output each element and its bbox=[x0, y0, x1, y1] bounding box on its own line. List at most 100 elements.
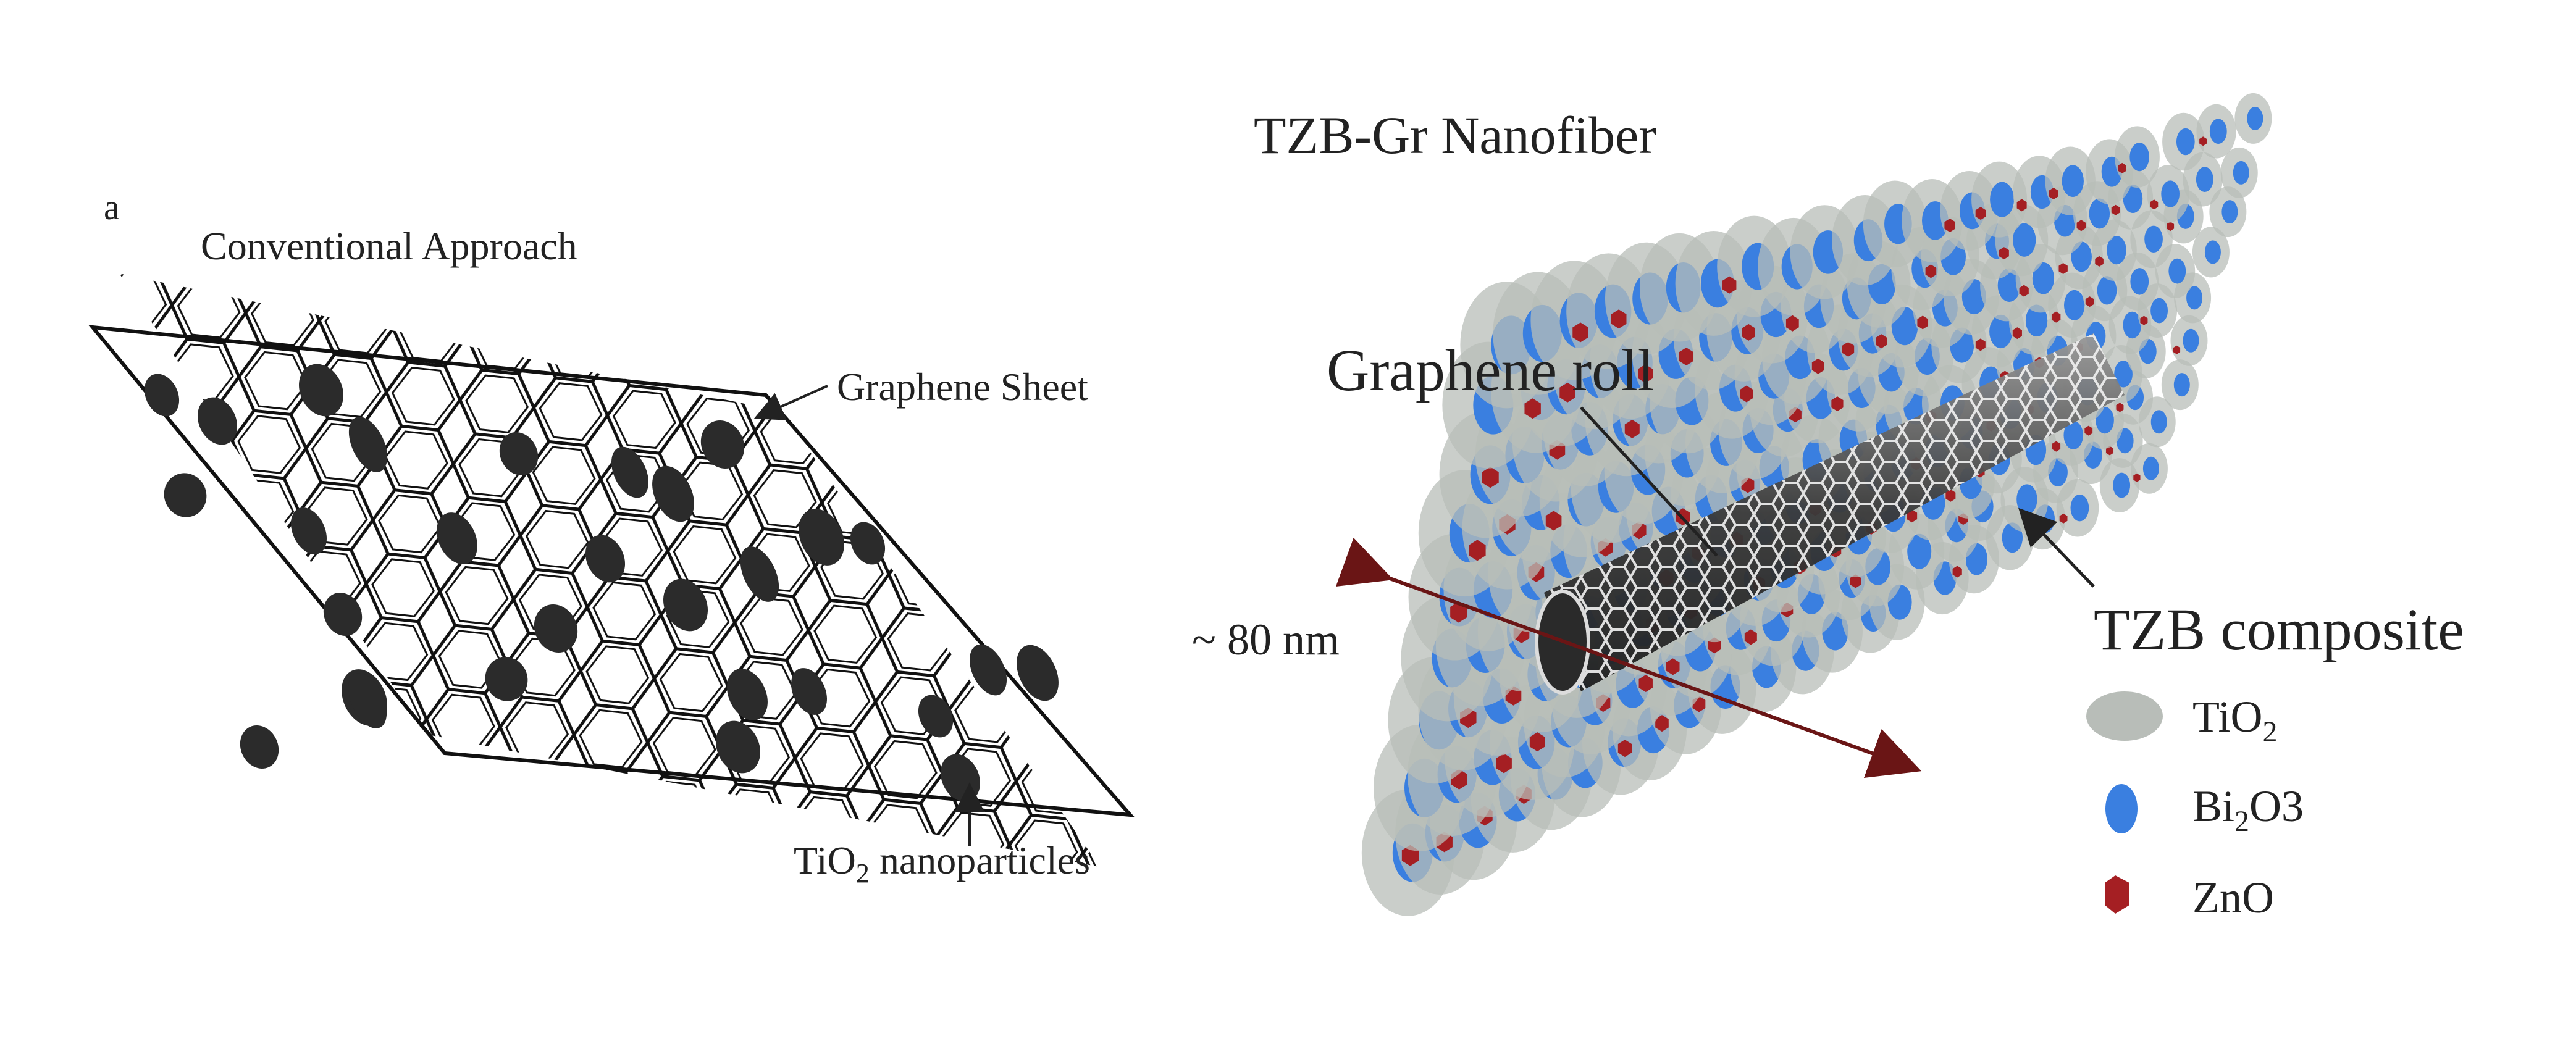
zno-particle bbox=[2106, 446, 2114, 456]
zno-particle bbox=[1572, 322, 1588, 343]
bi2o3-core bbox=[2062, 165, 2084, 197]
zno-particle bbox=[1944, 218, 1956, 232]
tio2-particle bbox=[700, 420, 745, 469]
bi2o3-core bbox=[2016, 484, 2037, 515]
bi2o3-core bbox=[2173, 373, 2190, 397]
tio2-particle bbox=[652, 465, 694, 522]
zno-particle bbox=[2012, 327, 2022, 340]
tzb-composite-label: TZB composite bbox=[2094, 596, 2464, 662]
zno-swatch bbox=[2105, 875, 2129, 914]
zno-particle bbox=[1917, 315, 1929, 330]
zno-particle bbox=[2199, 136, 2207, 146]
tio2-particle bbox=[791, 668, 828, 715]
zno-particle bbox=[1842, 341, 1855, 357]
bi2o3-core bbox=[1990, 182, 2015, 217]
zno-particle bbox=[1925, 264, 1937, 278]
zno-particle bbox=[2150, 199, 2159, 210]
tio2-particle bbox=[663, 578, 708, 632]
tio2-particle bbox=[918, 695, 954, 738]
zno-particle bbox=[2059, 513, 2068, 524]
zno-particle bbox=[2058, 263, 2068, 275]
zno-particle bbox=[2049, 188, 2058, 200]
zno-particle bbox=[1611, 309, 1627, 329]
bi2o3-core bbox=[2142, 456, 2159, 480]
zno-particle bbox=[1831, 396, 1844, 412]
zno-particle bbox=[1945, 489, 1956, 502]
zno-particle bbox=[1975, 207, 1986, 220]
bi2o3-core bbox=[2186, 286, 2203, 310]
zno-particle bbox=[2173, 345, 2181, 354]
legend-item-zno: ZnO bbox=[2105, 873, 2274, 922]
tio2-nanoparticles-label: TiO2 nanoparticles bbox=[794, 838, 1090, 888]
tio2-particle bbox=[1017, 645, 1059, 701]
zno-particle bbox=[1975, 338, 1986, 351]
bi2o3-core bbox=[2013, 223, 2036, 257]
tio2-particle bbox=[485, 657, 528, 701]
zno-particle bbox=[1740, 385, 1753, 403]
zno-particle bbox=[1679, 348, 1694, 366]
diameter-label: ~ 80 nm bbox=[1192, 615, 1340, 664]
zno-particle bbox=[2019, 285, 2029, 297]
tio2-particle bbox=[611, 446, 649, 498]
bi2o3-core bbox=[2183, 328, 2199, 353]
bi2o3-core bbox=[2114, 361, 2133, 388]
panel-label: a bbox=[104, 187, 120, 227]
zno-particle bbox=[1722, 276, 1737, 294]
zno-particle bbox=[1952, 566, 1962, 578]
bi2o3-core bbox=[2089, 198, 2110, 229]
zno-particle bbox=[2111, 204, 2120, 215]
bi2o3-core bbox=[2144, 225, 2163, 253]
tio2-particle bbox=[534, 604, 578, 653]
graphene-sheet-arrow bbox=[753, 385, 828, 420]
zno-particle bbox=[1876, 334, 1887, 349]
tio2-particle bbox=[850, 522, 886, 565]
tio2-particle bbox=[348, 673, 387, 728]
zno-legend-label: ZnO bbox=[2192, 873, 2274, 922]
bi2o3-core bbox=[2161, 180, 2180, 207]
zno-particle bbox=[1482, 467, 1499, 488]
bi2o3-core bbox=[1989, 314, 2013, 349]
tio2-particle bbox=[727, 669, 768, 720]
tio2-particle bbox=[299, 364, 343, 417]
tio2-particles bbox=[144, 364, 1059, 802]
zno-particle bbox=[1811, 358, 1824, 374]
tio2-particle bbox=[323, 592, 363, 637]
zno-particle bbox=[2140, 315, 2148, 325]
bi2o3-core bbox=[2113, 472, 2131, 498]
bi2o3-core bbox=[2150, 410, 2167, 434]
zno-particle bbox=[2095, 256, 2104, 267]
bi2o3-core bbox=[2204, 240, 2221, 264]
zno-particle bbox=[1742, 324, 1755, 341]
zno-particle bbox=[2167, 222, 2175, 232]
zno-particle bbox=[2133, 473, 2141, 482]
bi2o3-core bbox=[2107, 236, 2126, 265]
tio2-particle bbox=[197, 397, 238, 445]
bi2o3-core bbox=[2064, 290, 2085, 320]
bi2o3-core bbox=[2247, 106, 2263, 130]
tio2-legend-label: TiO2 bbox=[2192, 692, 2277, 748]
zno-particle bbox=[1545, 511, 1562, 531]
tio2-particle bbox=[969, 644, 1007, 696]
bi2o3-core bbox=[2130, 268, 2149, 295]
bi2o3-legend-label: Bi2O3 bbox=[2192, 782, 2304, 838]
zno-particle bbox=[2052, 441, 2061, 452]
legend-item-bi2o3: Bi2O3 bbox=[2105, 782, 2304, 838]
bi2o3-core bbox=[2097, 276, 2117, 305]
bi2o3-core bbox=[2168, 258, 2186, 284]
right-title: TZB-Gr Nanofiber bbox=[1254, 106, 1656, 165]
diameter-dimension bbox=[1335, 537, 1922, 778]
zno-particle bbox=[2051, 311, 2061, 323]
tio2-swatch bbox=[2086, 691, 2163, 741]
bi2o3-core bbox=[2221, 200, 2238, 224]
zno-particle bbox=[2085, 296, 2094, 307]
tio2-particle bbox=[144, 374, 180, 417]
zno-particle bbox=[2016, 199, 2027, 212]
zno-particle bbox=[2076, 220, 2086, 232]
tio2-particle bbox=[164, 473, 207, 517]
zno-particle bbox=[1559, 382, 1575, 403]
tzb-composite-arrow bbox=[2018, 507, 2095, 588]
bi2o3-core bbox=[2032, 262, 2055, 294]
bi2o3-core bbox=[2196, 167, 2213, 192]
zno-particle bbox=[1907, 509, 1918, 523]
